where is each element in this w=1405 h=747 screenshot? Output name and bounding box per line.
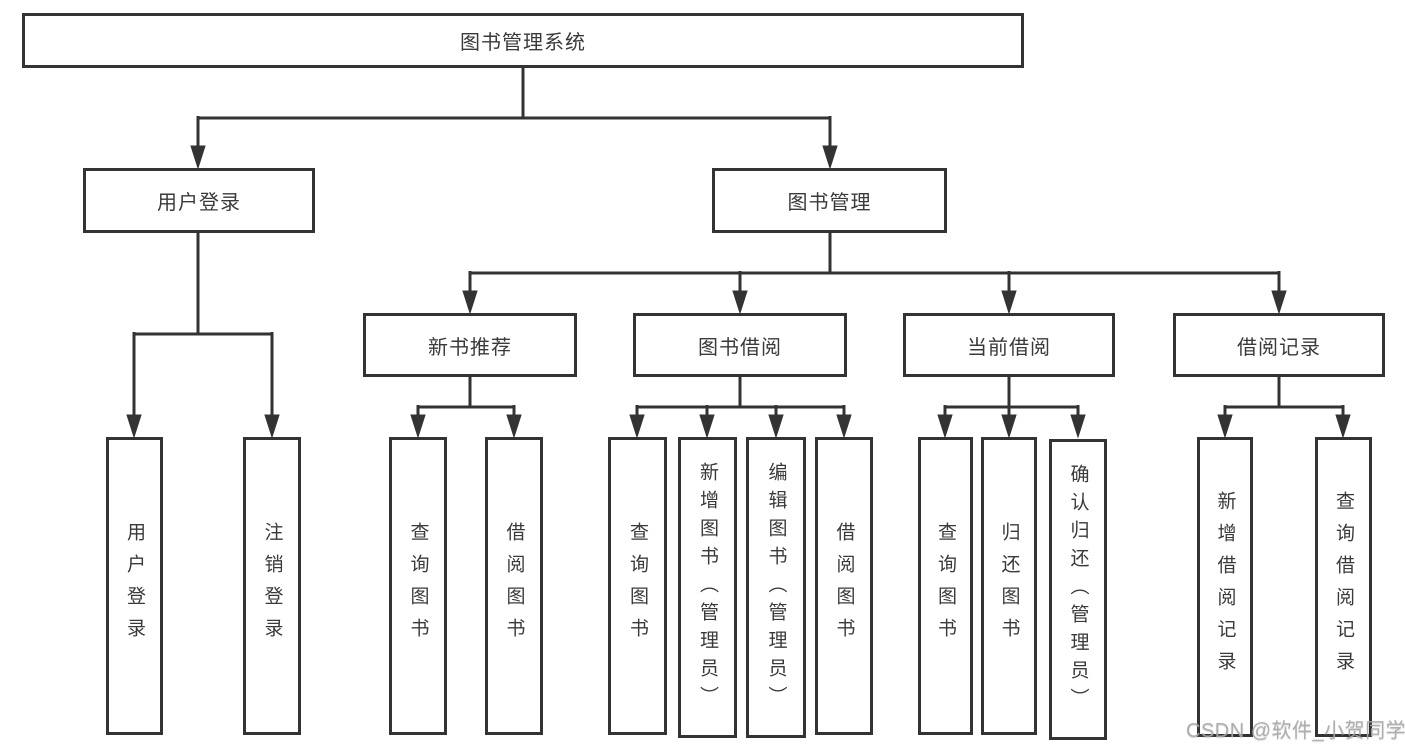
connector-borrow-record-children xyxy=(1217,377,1351,439)
leaf-query-borrow-record: 查询借阅记录 xyxy=(1315,437,1372,737)
leaf-user-login: 用户登录 xyxy=(106,437,163,735)
leaf-current-query-books: 查询图书 xyxy=(918,437,973,735)
leaf-add-borrow-record: 新增借阅记录 xyxy=(1197,437,1253,737)
leaf-rec-borrow-books: 借阅图书 xyxy=(485,437,543,735)
node-current-borrowing: 当前借阅 xyxy=(903,313,1115,377)
node-borrowing-records: 借阅记录 xyxy=(1173,313,1385,377)
node-user-login: 用户登录 xyxy=(83,168,315,233)
leaf-confirm-return-admin: 确认归还（管理员） xyxy=(1049,439,1107,740)
connector-user-login-children xyxy=(126,233,280,439)
leaf-borrow-books: 借阅图书 xyxy=(815,437,873,735)
leaf-logout: 注销登录 xyxy=(243,437,301,735)
node-new-book-recommend: 新书推荐 xyxy=(363,313,577,377)
connector-book-mgmt-children xyxy=(462,233,1287,315)
node-book-borrowing: 图书借阅 xyxy=(633,313,847,377)
connector-new-book-rec-children xyxy=(410,377,522,439)
leaf-edit-books-admin: 编辑图书（管理员） xyxy=(746,437,806,738)
leaf-borrow-query-books: 查询图书 xyxy=(608,437,667,735)
connector-current-borrow-children xyxy=(937,377,1086,439)
leaf-rec-query-books: 查询图书 xyxy=(389,437,447,735)
connector-book-borrow-children xyxy=(629,377,852,439)
leaf-return-books: 归还图书 xyxy=(981,437,1037,735)
csdn-watermark: CSDN @软件_小贺同学 xyxy=(1186,720,1405,742)
node-book-management: 图书管理 xyxy=(712,168,947,233)
leaf-add-books-admin: 新增图书（管理员） xyxy=(678,437,737,738)
node-library-system: 图书管理系统 xyxy=(22,13,1024,68)
connector-root-to-level2 xyxy=(190,68,838,170)
